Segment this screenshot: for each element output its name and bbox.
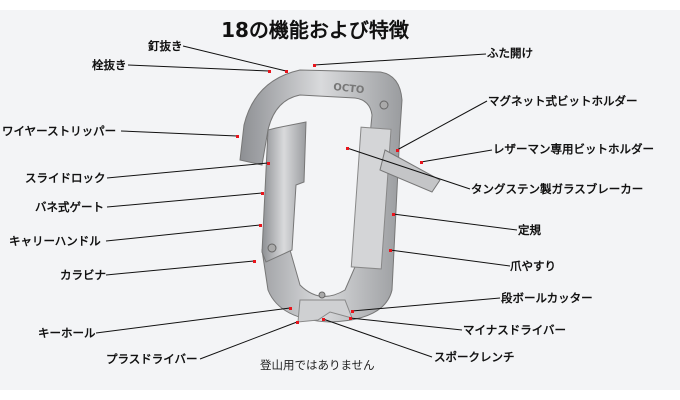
label-carry-handle: キャリーハンドル [9,234,101,248]
label-nail-puller: 釘抜き [148,39,183,53]
label-nail-file: 爪やすり [510,259,556,273]
spring-gate [261,121,307,263]
brand-logo: OCTO [333,82,365,96]
ruler-blade [350,126,392,270]
label-magnetic-bit-holder: マグネット式ビットホルダー [488,94,638,108]
label-glass-breaker: タングステン製ガラスブレーカー [471,182,644,196]
label-wire-stripper: ワイヤーストリッパー [2,124,117,138]
marker-dots [236,64,423,324]
carabiner-illustration: OCTO [95,45,518,360]
label-key-hole: キーホール [38,326,96,340]
label-ruler: 定規 [518,223,541,237]
label-leatherman-bit-holder: レザーマン専用ビットホルダー [493,142,654,156]
label-spoke-wrench: スポークレンチ [434,350,515,364]
label-box-cutter: 段ボールカッター [501,291,593,305]
leader-lines [95,45,518,360]
disclaimer-note: 登山用ではありません [260,358,375,372]
diagram: OCTO [0,10,680,390]
label-lid-opener: ふた開け [487,46,533,60]
page-title: 18の機能および特徴 [221,18,409,42]
label-phillips-screwdriver: プラスドライバー [106,352,198,366]
label-carabiner: カラビナ [60,268,106,282]
label-flat-screwdriver: マイナスドライバー [463,323,567,337]
bit-holder [379,149,441,193]
label-slide-lock: スライドロック [25,171,106,185]
label-bottle-opener: 栓抜き [92,58,127,72]
label-spring-gate: バネ式ゲート [35,200,104,214]
